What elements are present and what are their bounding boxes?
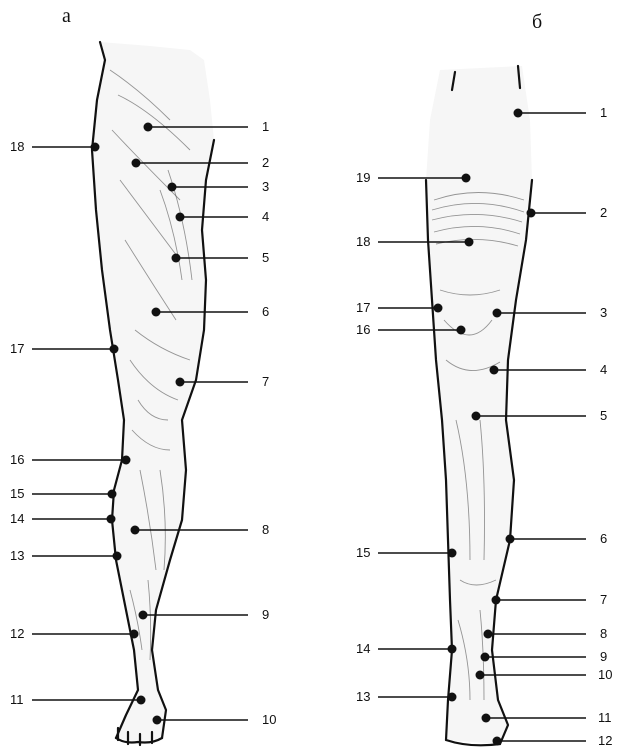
point-a-16: 16 xyxy=(10,452,131,467)
point-label: 14 xyxy=(356,641,370,656)
point-label: 5 xyxy=(262,250,269,265)
point-label: 18 xyxy=(356,234,370,249)
point-label: 19 xyxy=(356,170,370,185)
point-b-7: 7 xyxy=(492,592,608,607)
point-label: 2 xyxy=(262,155,269,170)
point-label: 6 xyxy=(600,531,607,546)
point-label: 4 xyxy=(262,209,269,224)
point-b-12: 12 xyxy=(493,733,613,748)
point-label: 12 xyxy=(598,733,612,748)
point-a-17: 17 xyxy=(10,341,119,356)
point-label: 2 xyxy=(600,205,607,220)
leg-back-illustration xyxy=(426,66,532,745)
point-a-13: 13 xyxy=(10,548,122,563)
point-label: 3 xyxy=(600,305,607,320)
point-b-2: 2 xyxy=(527,205,608,220)
point-b-17: 17 xyxy=(356,300,443,315)
point-label: 12 xyxy=(10,626,24,641)
point-a-18: 18 xyxy=(10,139,100,154)
point-a-10: 10 xyxy=(153,712,277,727)
point-label: 9 xyxy=(262,607,269,622)
point-a-11: 11 xyxy=(10,692,146,707)
point-b-8: 8 xyxy=(484,626,608,641)
point-label: 10 xyxy=(598,667,612,682)
point-b-14: 14 xyxy=(356,641,457,656)
point-label: 13 xyxy=(356,689,370,704)
point-label: 1 xyxy=(600,105,607,120)
point-b-6: 6 xyxy=(506,531,608,546)
point-label: 4 xyxy=(600,362,607,377)
point-a-9: 9 xyxy=(139,607,270,622)
point-label: 7 xyxy=(262,374,269,389)
panel-b-letter: б xyxy=(532,11,542,33)
point-label: 3 xyxy=(262,179,269,194)
point-a-14: 14 xyxy=(10,511,116,526)
point-label: 8 xyxy=(262,522,269,537)
point-a-12: 12 xyxy=(10,626,139,641)
panel-b: б 1 2 3 4 5 6 7 8 9 10 11 12 13 14 15 16 xyxy=(356,11,612,748)
point-label: 16 xyxy=(356,322,370,337)
point-label: 14 xyxy=(10,511,24,526)
point-label: 16 xyxy=(10,452,24,467)
point-label: 17 xyxy=(356,300,370,315)
point-a-15: 15 xyxy=(10,486,117,501)
panel-a: а 1 2 3 4 5 6 7 8 9 10 11 12 13 14 15 16 xyxy=(10,5,276,745)
point-label: 7 xyxy=(600,592,607,607)
point-b-15: 15 xyxy=(356,545,457,560)
point-label: 11 xyxy=(598,710,612,725)
point-label: 15 xyxy=(10,486,24,501)
point-b-13: 13 xyxy=(356,689,457,704)
point-label: 18 xyxy=(10,139,24,154)
leg-front-illustration xyxy=(92,42,214,745)
point-label: 13 xyxy=(10,548,24,563)
point-label: 15 xyxy=(356,545,370,560)
point-label: 8 xyxy=(600,626,607,641)
point-label: 1 xyxy=(262,119,269,134)
point-label: 9 xyxy=(600,649,607,664)
point-label: 6 xyxy=(262,304,269,319)
point-label: 17 xyxy=(10,341,24,356)
point-b-9: 9 xyxy=(481,649,608,664)
point-label: 11 xyxy=(10,692,24,707)
panel-a-letter: а xyxy=(62,5,71,27)
point-label: 10 xyxy=(262,712,276,727)
point-label: 5 xyxy=(600,408,607,423)
